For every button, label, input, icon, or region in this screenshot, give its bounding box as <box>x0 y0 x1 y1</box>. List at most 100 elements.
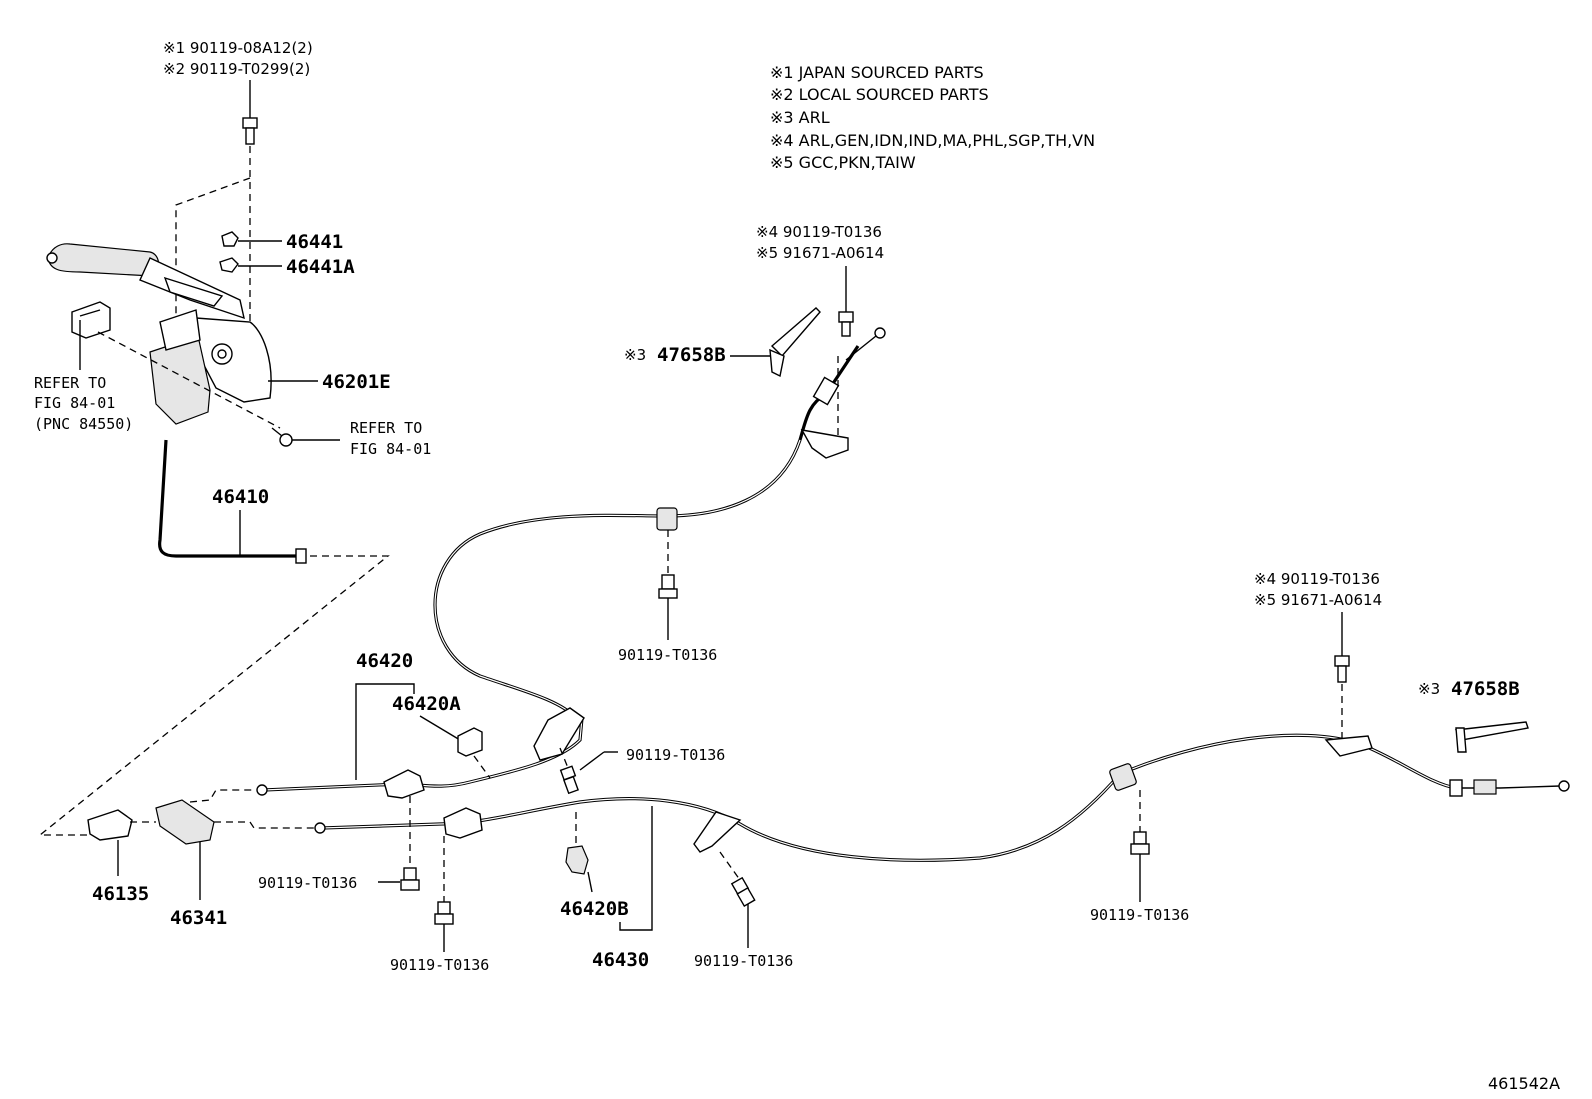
cable-grommet <box>656 507 678 531</box>
bolt-icon <box>400 867 420 891</box>
bolt-b6-callout[interactable]: 90119-T0136 <box>1090 790 1189 924</box>
clip-icon <box>457 727 483 757</box>
lever-sector <box>195 317 272 403</box>
bolt-icon <box>559 765 579 795</box>
refer-left-callout[interactable]: REFER TO FIG 84-01 (PNC 84550) <box>34 320 133 433</box>
bolt-mid-callout[interactable]: ※4 90119-T0136 ※5 91671-A0614 <box>756 223 884 337</box>
bolt-icon <box>242 117 258 145</box>
part-46201E-label: 46201E <box>322 371 391 393</box>
lever-grip <box>47 243 160 277</box>
cable-46430[interactable] <box>314 733 1570 862</box>
part-46420-callout[interactable]: 46420 <box>355 650 415 780</box>
legend-line-5: ※5 GCC,PKN,TAIW <box>770 153 916 172</box>
legend: ※1 JAPAN SOURCED PARTS ※2 LOCAL SOURCED … <box>770 63 1095 172</box>
cable-46420[interactable] <box>256 707 585 799</box>
top-bolt-line-1: ※1 90119-08A12(2) <box>163 39 313 57</box>
part-46430-label: 46430 <box>592 949 649 971</box>
bolt-mid-line-1: ※4 90119-T0136 <box>756 223 882 241</box>
clip-right-label: 47658B <box>1451 678 1520 700</box>
cable-connector <box>189 789 256 803</box>
bolt-b4-label: 90119-T0136 <box>390 956 489 974</box>
legend-line-4: ※4 ARL,GEN,IDN,IND,MA,PHL,SGP,TH,VN <box>770 131 1095 150</box>
part-46420-label: 46420 <box>356 650 413 672</box>
clip-right-callout[interactable]: ※3 47658B <box>1418 678 1529 753</box>
refer-mid-line-2: FIG 84-01 <box>350 440 431 458</box>
clip-mid-mark: ※3 <box>624 346 646 364</box>
bolt-b2-label: 90119-T0136 <box>626 746 725 764</box>
part-46420B-label: 46420B <box>560 898 629 920</box>
clip-mid-callout[interactable]: ※3 47658B <box>624 307 821 378</box>
release-button-icon <box>46 252 58 264</box>
bolt-icon <box>838 311 854 337</box>
nut-46441A-callout[interactable]: 46441A <box>219 256 355 278</box>
part-46441-label: 46441 <box>286 231 343 253</box>
clip-mid-label: 47658B <box>657 344 726 366</box>
top-bolt-callout[interactable]: ※1 90119-08A12(2) ※2 90119-T0299(2) <box>163 39 313 330</box>
cable-end-fitting <box>383 769 425 799</box>
bolt-icon <box>1334 655 1350 683</box>
legend-line-1: ※1 JAPAN SOURCED PARTS <box>770 63 984 82</box>
bolt-mid-line-2: ※5 91671-A0614 <box>756 244 884 262</box>
bolt-b6-label: 90119-T0136 <box>1090 906 1189 924</box>
bolt-b4-callout[interactable]: 90119-T0136 <box>390 836 489 974</box>
cable-bracket <box>693 811 742 853</box>
top-bolt-line-2: ※2 90119-T0299(2) <box>163 60 310 78</box>
bolt-b1-label: 90119-T0136 <box>618 646 717 664</box>
refer-left-line-1: REFER TO <box>34 374 106 392</box>
clip-icon <box>769 307 821 378</box>
part-46420B-callout[interactable]: 46420B <box>560 812 629 920</box>
cable-end-fitting <box>443 807 483 839</box>
cable-grommet <box>1109 763 1137 791</box>
part-46441A-label: 46441A <box>286 256 355 278</box>
part-46420A-callout[interactable]: 46420A <box>392 693 491 779</box>
equalizer-icon <box>87 809 133 841</box>
assembly-dashed-frame <box>38 555 390 836</box>
nut-icon <box>219 257 239 273</box>
refer-mid-callout[interactable]: REFER TO FIG 84-01 <box>271 419 431 458</box>
lever-46201E-callout[interactable]: 46201E <box>268 371 391 393</box>
nut-46441-callout[interactable]: 46441 <box>221 231 343 253</box>
nut-icon <box>221 231 239 247</box>
parking-brake-lever-assembly[interactable] <box>46 177 307 564</box>
bolt-icon <box>434 901 454 925</box>
clip-icon <box>565 845 589 875</box>
bolt-b5-label: 90119-T0136 <box>694 952 793 970</box>
bolt-icon <box>730 876 756 908</box>
refer-left-line-3: (PNC 84550) <box>34 415 133 433</box>
legend-line-3: ※3 ARL <box>770 108 830 127</box>
bolt-right-line-2: ※5 91671-A0614 <box>1254 591 1382 609</box>
cable-bracket <box>533 707 585 761</box>
brake-switch-connector <box>71 301 111 339</box>
cable-46410-callout[interactable]: 46410 <box>212 486 269 556</box>
part-46420A-label: 46420A <box>392 693 461 715</box>
bolt-b3-callout[interactable]: 90119-T0136 <box>258 796 420 892</box>
bolt-b5-callout[interactable]: 90119-T0136 <box>694 851 793 970</box>
part-46341-callout[interactable]: 46341 <box>155 799 227 929</box>
part-46135-callout[interactable]: 46135 <box>87 809 149 905</box>
refer-left-line-2: FIG 84-01 <box>34 394 115 412</box>
bolt-icon <box>658 574 678 599</box>
front-cable[interactable] <box>433 327 886 720</box>
lever-base-bracket <box>149 335 211 425</box>
part-46410-label: 46410 <box>212 486 269 508</box>
bolt-b1-callout[interactable]: 90119-T0136 <box>618 530 717 664</box>
part-46341-label: 46341 <box>170 907 227 929</box>
equalizer-bracket-icon <box>155 799 215 845</box>
bolt-right-line-1: ※4 90119-T0136 <box>1254 570 1380 588</box>
bolt-right-callout[interactable]: ※4 90119-T0136 ※5 91671-A0614 <box>1254 570 1382 740</box>
clip-icon <box>1454 721 1529 753</box>
cable-connector <box>214 821 316 829</box>
cable-bracket <box>1324 735 1373 757</box>
bolt-b2-callout[interactable]: 90119-T0136 <box>559 746 725 795</box>
figure-id: 461542A <box>1488 1074 1560 1093</box>
part-46135-label: 46135 <box>92 883 149 905</box>
refer-mid-line-1: REFER TO <box>350 419 422 437</box>
bolt-b3-label: 90119-T0136 <box>258 874 357 892</box>
legend-line-2: ※2 LOCAL SOURCED PARTS <box>770 85 989 104</box>
cable-bracket <box>800 429 849 459</box>
part-46430-callout[interactable]: 46430 <box>592 806 653 971</box>
clip-right-mark: ※3 <box>1418 680 1440 698</box>
bolt-icon <box>1130 831 1150 855</box>
bolt-icon <box>271 427 293 447</box>
